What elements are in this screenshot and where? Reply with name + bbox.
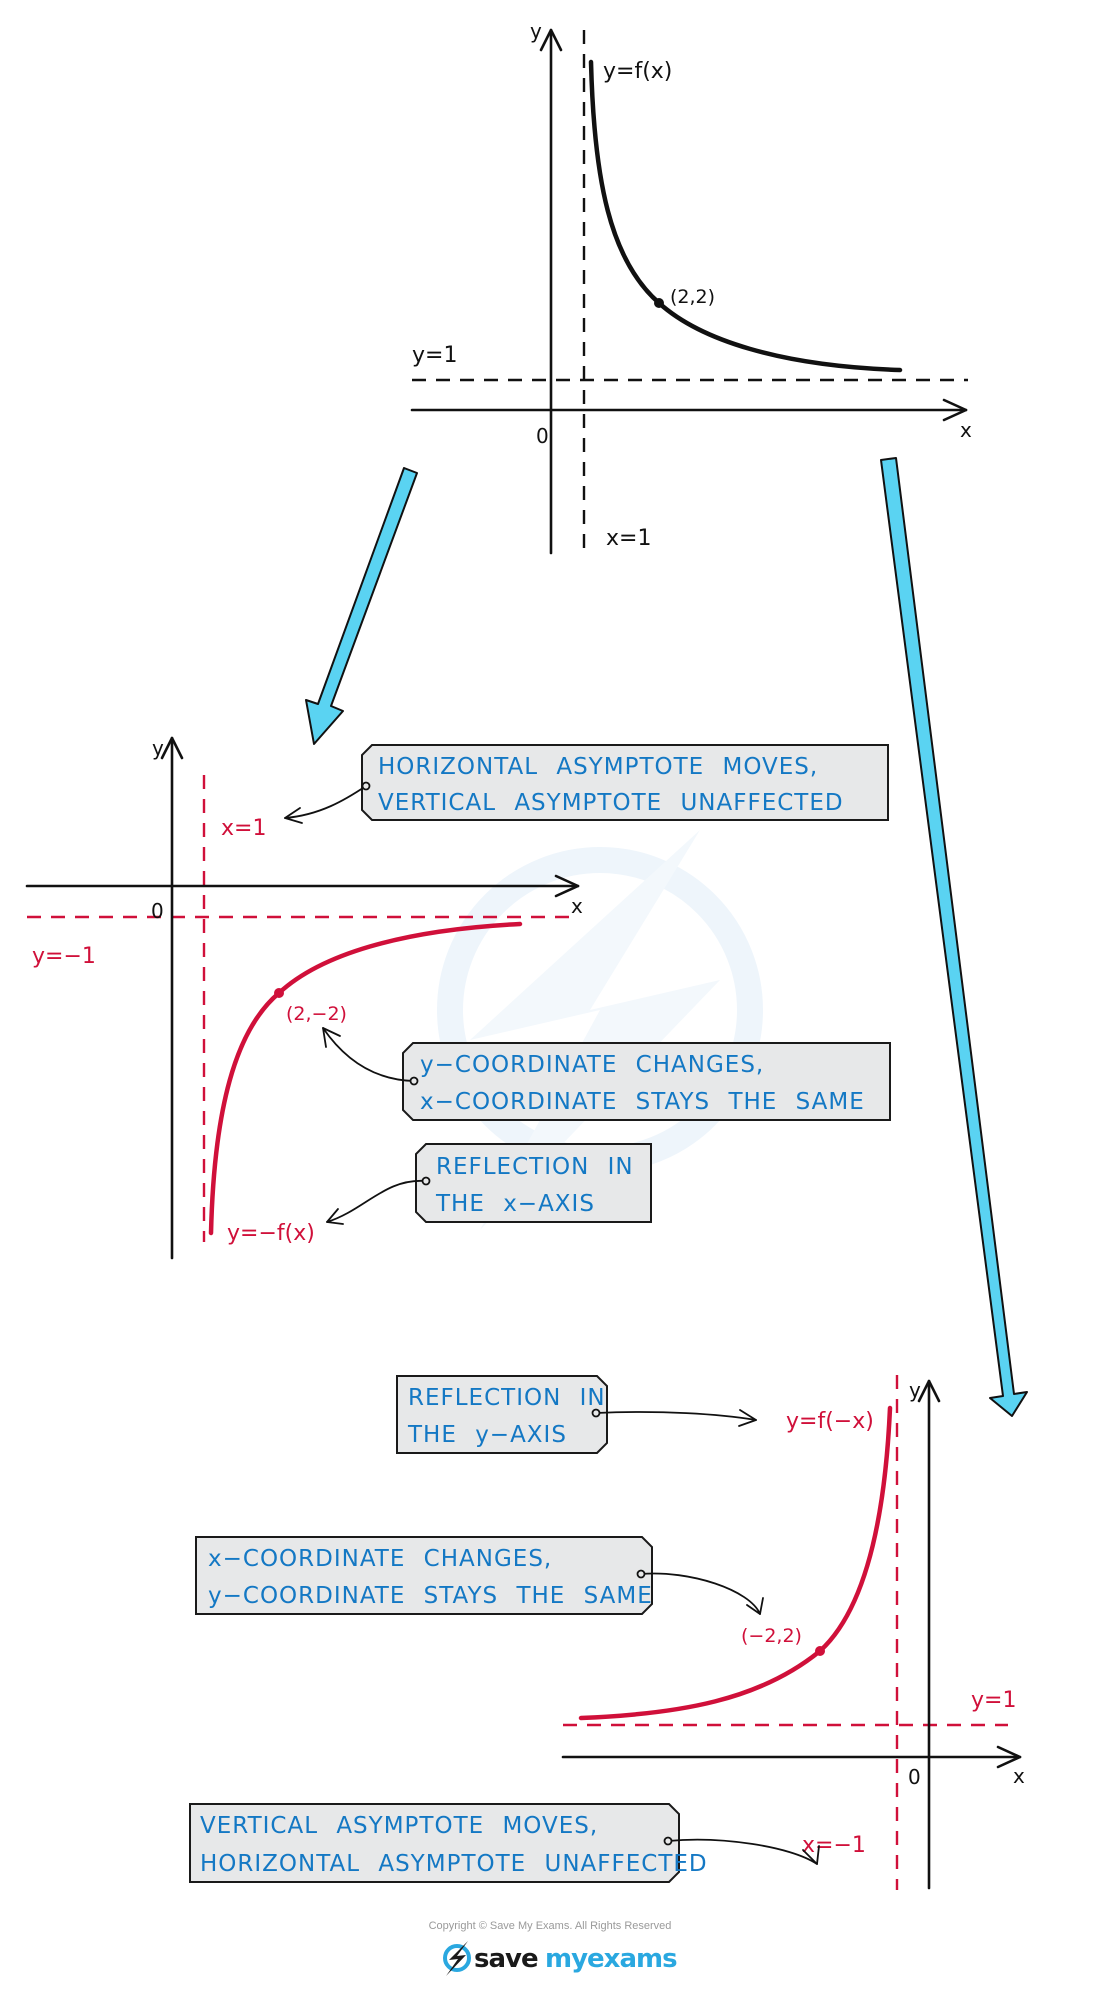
right-origin-label: 0 xyxy=(908,1765,921,1789)
callout-line: x−COORDINATE STAYS THE SAME xyxy=(420,1089,865,1115)
callout-line: REFLECTION IN xyxy=(408,1385,606,1411)
top-x-axis-label: x xyxy=(960,418,972,442)
callout-horizontal-asymptote-moves: HORIZONTAL ASYMPTOTE MOVES, VERTICAL ASY… xyxy=(284,744,889,824)
pin-icon xyxy=(361,781,371,791)
arrow-head-icon xyxy=(326,1208,344,1225)
top-y-axis xyxy=(539,28,563,555)
callout-line: THE y−AXIS xyxy=(407,1422,567,1448)
right-horizontal-asymptote-label: y=1 xyxy=(971,1688,1016,1713)
callout-line: VERTICAL ASYMPTOTE MOVES, xyxy=(200,1813,598,1839)
arrow-head-icon xyxy=(284,807,303,824)
left-y-axis-label: y xyxy=(152,736,164,760)
right-curve-label: y=f(−x) xyxy=(786,1409,874,1434)
callout-line: HORIZONTAL ASYMPTOTE UNAFFECTED xyxy=(200,1851,708,1877)
pin-icon xyxy=(421,1176,431,1186)
right-x-axis-label: x xyxy=(1013,1764,1025,1788)
callout-line: y−COORDINATE STAYS THE SAME xyxy=(208,1583,653,1609)
right-x-axis xyxy=(561,1745,1022,1769)
left-vertical-asymptote-label: x=1 xyxy=(221,816,266,841)
callout-line: x−COORDINATE CHANGES, xyxy=(208,1546,552,1572)
callout-pointer xyxy=(326,1180,427,1223)
callout-line: VERTICAL ASYMPTOTE UNAFFECTED xyxy=(378,790,844,816)
callout-line: REFLECTION IN xyxy=(436,1154,634,1180)
callout-y-coordinate-changes: y−COORDINATE CHANGES, x−COORDINATE STAYS… xyxy=(322,1027,891,1121)
callout-pointer xyxy=(640,1572,761,1615)
top-vertical-asymptote-label: x=1 xyxy=(606,526,651,551)
logo-word-save: save xyxy=(474,1944,538,1974)
left-curve-label: y=−f(x) xyxy=(227,1221,315,1246)
right-graph: y x 0 y=f(−x) (−2,2) y=1 x=−1 REFLECTION… xyxy=(189,1375,1025,1890)
left-point xyxy=(274,988,284,998)
flow-arrow-right xyxy=(880,457,1028,1417)
left-graph: y x 0 x=1 y=−1 (2,−2) y=−f(x) HORIZONTAL… xyxy=(25,736,891,1260)
top-x-axis xyxy=(410,398,968,422)
pin-icon xyxy=(409,1076,419,1086)
logo: save myexams xyxy=(443,1941,678,1976)
left-origin-label: 0 xyxy=(151,899,164,923)
callout-reflection-x-axis: REFLECTION IN THE x−AXIS xyxy=(326,1143,652,1225)
right-vertical-asymptote-label: x=−1 xyxy=(802,1833,866,1858)
arrow-head-icon xyxy=(322,1027,341,1048)
arrow-head-icon xyxy=(738,1409,757,1427)
callout-vertical-asymptote-moves: VERTICAL ASYMPTOTE MOVES, HORIZONTAL ASY… xyxy=(189,1803,820,1883)
top-graph: y x 0 y=f(x) (2,2) y=1 x=1 xyxy=(410,19,972,555)
left-y-axis xyxy=(160,736,184,1260)
callout-pointer xyxy=(284,785,367,819)
pin-icon xyxy=(663,1836,673,1846)
left-x-axis xyxy=(25,874,580,898)
callout-line: y−COORDINATE CHANGES, xyxy=(420,1052,764,1078)
callout-line: HORIZONTAL ASYMPTOTE MOVES, xyxy=(378,754,818,780)
right-y-axis-label: y xyxy=(909,1378,921,1402)
right-point xyxy=(815,1646,825,1656)
pin-icon xyxy=(591,1408,601,1418)
left-horizontal-asymptote-label: y=−1 xyxy=(32,944,96,969)
arrow-head-icon xyxy=(802,1845,820,1865)
footer: Copyright © Save My Exams. All Rights Re… xyxy=(429,1920,678,1976)
top-curve-label: y=f(x) xyxy=(603,59,672,84)
callout-pointer xyxy=(322,1027,415,1082)
callout-line: THE x−AXIS xyxy=(435,1191,595,1217)
flow-arrow-left xyxy=(305,467,418,745)
right-y-axis xyxy=(917,1379,941,1890)
callout-pointer xyxy=(667,1838,818,1865)
right-point-label: (−2,2) xyxy=(741,1625,802,1647)
callout-reflection-y-axis: REFLECTION IN THE y−AXIS xyxy=(396,1375,757,1454)
callout-x-coordinate-changes: x−COORDINATE CHANGES, y−COORDINATE STAYS… xyxy=(195,1536,764,1615)
top-curve xyxy=(588,59,903,373)
lightning-bolt-icon xyxy=(443,1941,471,1976)
copyright-text: Copyright © Save My Exams. All Rights Re… xyxy=(429,1920,672,1932)
callout-pointer xyxy=(595,1411,757,1421)
top-origin-label: 0 xyxy=(536,424,549,448)
top-point-label: (2,2) xyxy=(670,286,715,308)
top-point xyxy=(654,298,664,308)
left-x-axis-label: x xyxy=(571,894,583,918)
top-y-axis-label: y xyxy=(530,19,542,43)
pin-icon xyxy=(636,1569,646,1579)
logo-word-myexams: myexams xyxy=(545,1944,677,1974)
arrow-head-icon xyxy=(746,1597,764,1615)
top-horizontal-asymptote-label: y=1 xyxy=(412,343,457,368)
left-point-label: (2,−2) xyxy=(286,1003,347,1025)
